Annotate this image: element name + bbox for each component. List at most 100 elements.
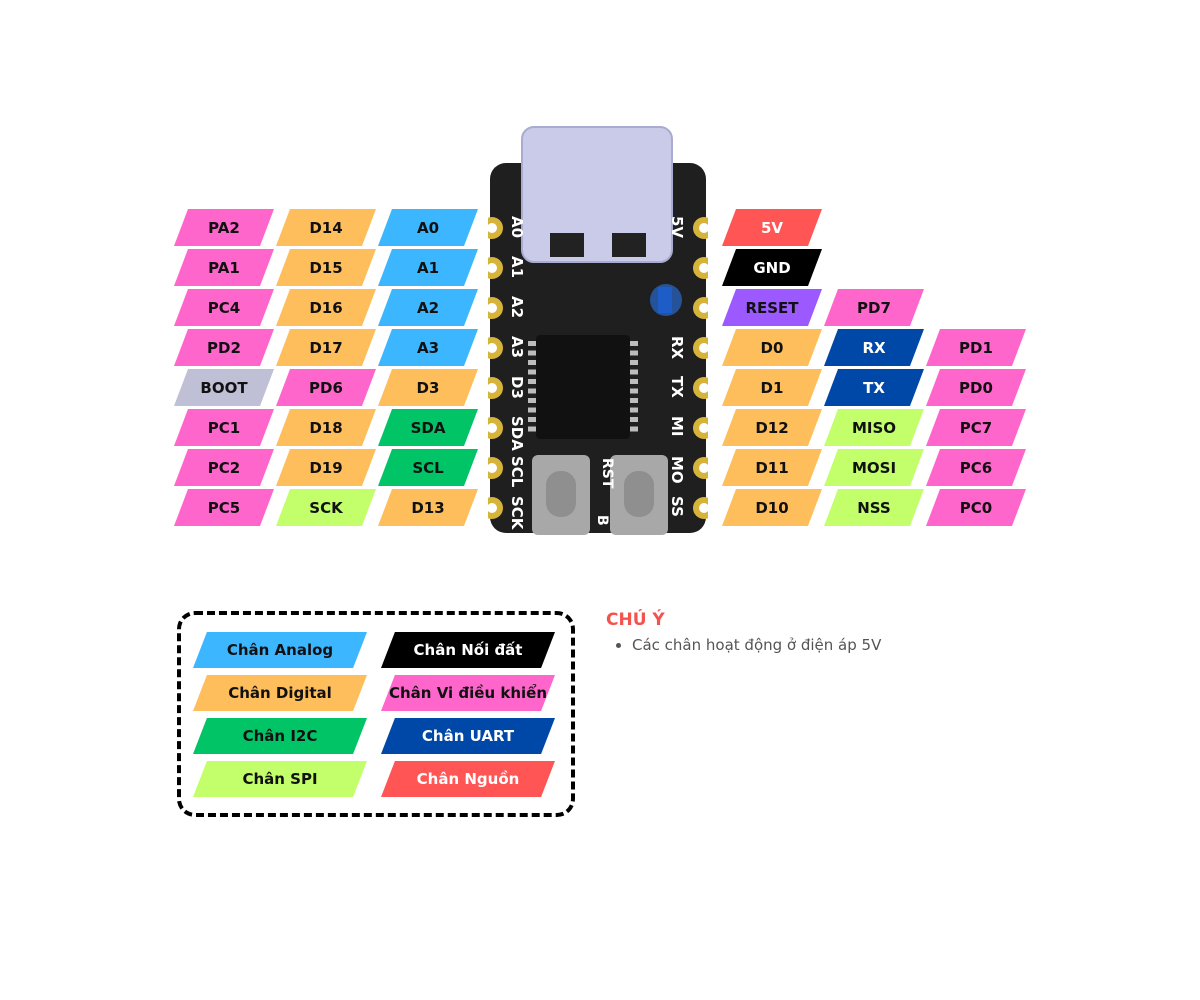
pin-label-d1: D1	[722, 369, 822, 406]
pin-label-nss: NSS	[824, 489, 924, 526]
pin-label-pc4: PC4	[174, 289, 274, 326]
pin-label-d16: D16	[276, 289, 376, 326]
pin-label-pd0: PD0	[926, 369, 1026, 406]
right-silk-label: MI	[668, 416, 686, 437]
usb-c-connector-icon	[521, 126, 673, 263]
pin-label-a1: A1	[378, 249, 478, 286]
pin-label-mosi: MOSI	[824, 449, 924, 486]
pad-hole	[488, 463, 497, 473]
pad-hole	[699, 423, 708, 433]
chip-leg	[528, 379, 536, 384]
chip-leg	[630, 369, 638, 375]
legend-item: Chân Vi điều khiển	[381, 675, 555, 711]
left-silk-label: SDA	[508, 416, 526, 451]
legend-item: Chân UART	[381, 718, 555, 754]
note-item: Các chân hoạt động ở điện áp 5V	[632, 636, 881, 654]
pin-label-d13: D13	[378, 489, 478, 526]
chip-leg	[630, 407, 638, 413]
pin-label-a2: A2	[378, 289, 478, 326]
pad-hole	[488, 423, 497, 433]
pin-label-gnd: GND	[722, 249, 822, 286]
legend-item: Chân Nguồn	[381, 761, 555, 797]
pin-label-a3: A3	[378, 329, 478, 366]
pin-label-pd1: PD1	[926, 329, 1026, 366]
pin-label-pc5: PC5	[174, 489, 274, 526]
pad-hole	[488, 303, 497, 313]
chip-leg	[528, 417, 536, 422]
right-silk-label: RX	[668, 336, 686, 360]
left-silk-label: A0	[508, 216, 526, 238]
pin-label-5v: 5V	[722, 209, 822, 246]
pin-label-miso: MISO	[824, 409, 924, 446]
pin-label-d10: D10	[722, 489, 822, 526]
chip-leg	[528, 350, 536, 356]
pad-hole	[699, 383, 708, 393]
chip-leg	[528, 341, 536, 346]
chip-leg	[630, 360, 638, 365]
pin-label-pc6: PC6	[926, 449, 1026, 486]
pin-label-a0: A0	[378, 209, 478, 246]
right-silk-label: TX	[668, 376, 686, 398]
pad-hole	[699, 263, 708, 273]
pin-label-pd7: PD7	[824, 289, 924, 326]
legend-item: Chân Analog	[193, 632, 367, 668]
chip-leg	[528, 388, 536, 394]
left-silk-label: A3	[508, 336, 526, 358]
chip-leg	[528, 407, 536, 413]
pin-label-pd6: PD6	[276, 369, 376, 406]
note-title: CHÚ Ý	[606, 610, 665, 630]
left-silk-label: SCL	[508, 456, 526, 488]
legend-item: Chân SPI	[193, 761, 367, 797]
pin-label-boot: BOOT	[174, 369, 274, 406]
chip-leg	[528, 369, 536, 375]
pad-hole	[488, 263, 497, 273]
right-silk-label: SS	[668, 496, 686, 517]
pin-label-d3: D3	[378, 369, 478, 406]
left-silk-label: SCK	[508, 496, 526, 531]
pin-label-sck: SCK	[276, 489, 376, 526]
rst-silk-label: RST	[599, 458, 615, 489]
pin-label-rx: RX	[824, 329, 924, 366]
pin-label-reset: RESET	[722, 289, 822, 326]
chip-leg	[630, 417, 638, 422]
pin-label-d19: D19	[276, 449, 376, 486]
chip-leg	[630, 379, 638, 384]
pin-label-pc2: PC2	[174, 449, 274, 486]
right-silk-label: 5V	[668, 216, 686, 238]
pin-label-d11: D11	[722, 449, 822, 486]
pad-hole	[699, 223, 708, 233]
pad-hole	[488, 383, 497, 393]
pin-label-scl: SCL	[378, 449, 478, 486]
pin-label-sda: SDA	[378, 409, 478, 446]
left-silk-label: A2	[508, 296, 526, 318]
chip-leg	[528, 426, 536, 432]
pin-label-pa1: PA1	[174, 249, 274, 286]
pad-hole	[699, 303, 708, 313]
pin-label-d15: D15	[276, 249, 376, 286]
legend-item: Chân I2C	[193, 718, 367, 754]
chip-leg	[630, 388, 638, 394]
pin-label-pc1: PC1	[174, 409, 274, 446]
chip-leg	[630, 350, 638, 356]
pad-hole	[699, 503, 708, 513]
right-silk-label: MO	[668, 456, 686, 484]
pad-hole	[488, 343, 497, 353]
left-silk-label: D3	[508, 376, 526, 399]
pad-hole	[488, 503, 497, 513]
pin-label-pc0: PC0	[926, 489, 1026, 526]
note-list: Các chân hoạt động ở điện áp 5V	[612, 636, 881, 654]
chip-leg	[630, 341, 638, 346]
pad-hole	[699, 343, 708, 353]
pin-label-d18: D18	[276, 409, 376, 446]
pin-label-pc7: PC7	[926, 409, 1026, 446]
pad-hole	[699, 463, 708, 473]
legend-item: Chân Digital	[193, 675, 367, 711]
pin-label-tx: TX	[824, 369, 924, 406]
chip-leg	[528, 398, 536, 403]
pin-label-d12: D12	[722, 409, 822, 446]
pin-label-d14: D14	[276, 209, 376, 246]
left-silk-label: A1	[508, 256, 526, 278]
pin-label-d0: D0	[722, 329, 822, 366]
pad-hole	[488, 223, 497, 233]
